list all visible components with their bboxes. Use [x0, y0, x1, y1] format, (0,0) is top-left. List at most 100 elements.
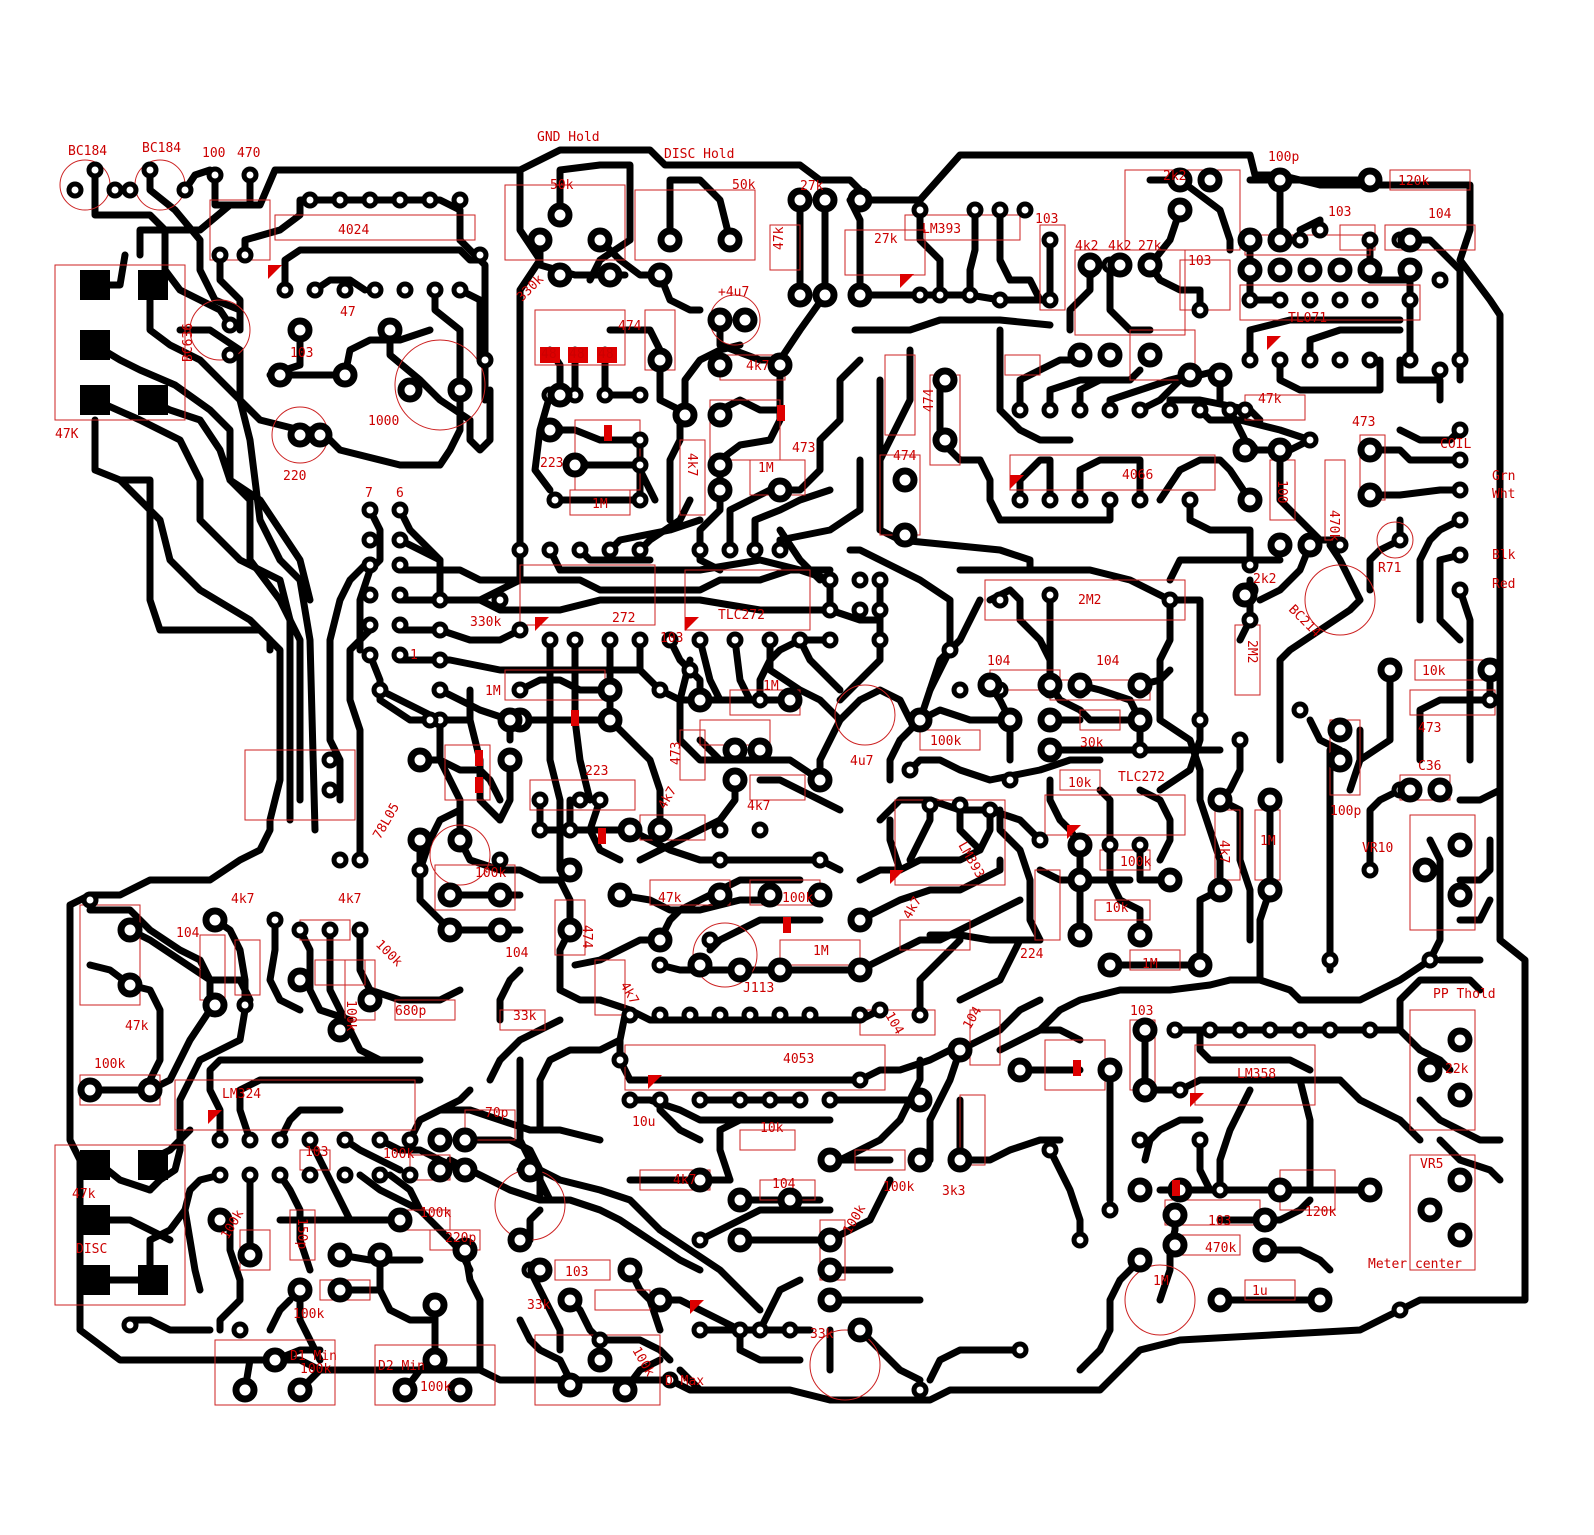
via-pad: [541, 541, 559, 559]
pot-title: DISC Hold: [664, 147, 734, 162]
ic-label: 4066: [1122, 468, 1153, 483]
component-pad: [1257, 787, 1283, 813]
component-pad: [707, 307, 733, 333]
pot-value: 100k: [420, 1380, 451, 1395]
component-pad: [1067, 867, 1093, 893]
via-pad: [1181, 491, 1199, 509]
via-pad: [331, 851, 349, 869]
via-pad: [1241, 556, 1259, 574]
component-pad: [597, 677, 623, 703]
wire-label: Blk: [1492, 548, 1516, 563]
via-pad: [751, 821, 769, 839]
wire-label: Grn: [1492, 469, 1515, 484]
via-pad: [1321, 1021, 1339, 1039]
component-pad: [617, 817, 643, 843]
component-label: 473: [1418, 721, 1441, 736]
via-pad: [206, 166, 224, 184]
pot-title: D Max: [665, 1374, 704, 1389]
component-pad: [707, 402, 733, 428]
component-pad: [1207, 362, 1233, 388]
via-pad: [851, 571, 869, 589]
via-pad: [371, 681, 389, 699]
component-label: 48: [598, 347, 614, 362]
component-pad: [437, 917, 463, 943]
via-pad: [1261, 1021, 1279, 1039]
component-pad: [427, 1127, 453, 1153]
component-pad: [262, 1347, 288, 1373]
pot-title: PP Thold: [1433, 987, 1496, 1002]
component-pad: [787, 282, 813, 308]
component-pad: [947, 1037, 973, 1063]
component-pad: [1357, 167, 1383, 193]
via-pad: [211, 1166, 229, 1184]
component-pad: [812, 187, 838, 213]
via-pad: [791, 631, 809, 649]
component-label: 473: [669, 742, 684, 765]
via-pad: [361, 616, 379, 634]
component-pad: [287, 317, 313, 343]
component-pad: [1067, 922, 1093, 948]
via-pad: [1041, 1141, 1059, 1159]
via-pad: [1101, 491, 1119, 509]
wire-label: Red: [1492, 577, 1515, 592]
component-pad: [647, 1287, 673, 1313]
component-pad: [612, 1377, 638, 1403]
connector-pad: [80, 1265, 110, 1295]
component-pad: [1447, 832, 1473, 858]
component-pad: [397, 377, 423, 403]
component-pad: [1267, 227, 1293, 253]
via-pad: [361, 531, 379, 549]
via-pad: [821, 1091, 839, 1109]
component-pad: [807, 882, 833, 908]
component-pad: [487, 917, 513, 943]
component-pad: [1477, 657, 1503, 683]
via-pad: [566, 631, 584, 649]
via-pad: [901, 761, 919, 779]
component-pad: [1162, 1232, 1188, 1258]
connector-label: 47k: [72, 1187, 96, 1202]
component-pad: [707, 477, 733, 503]
via-pad: [391, 586, 409, 604]
via-pad: [1431, 271, 1449, 289]
component-pad: [1177, 362, 1203, 388]
component-pad: [727, 957, 753, 983]
component-pad: [1207, 1287, 1233, 1313]
header-pin-label: 7: [365, 486, 373, 501]
via-pad: [121, 181, 139, 199]
component-pad: [557, 1372, 583, 1398]
component-pad: [267, 362, 293, 388]
pads: [66, 161, 1503, 1403]
component-pad: [1187, 952, 1213, 978]
component-label: 100k: [343, 1000, 358, 1031]
component-pad: [707, 882, 733, 908]
component-label: 220p: [445, 1231, 476, 1246]
via-pad: [451, 281, 469, 299]
component-pad: [1237, 257, 1263, 283]
via-pad: [421, 711, 439, 729]
component-pad: [407, 827, 433, 853]
component-pad: [687, 1167, 713, 1193]
component-pad: [1107, 252, 1133, 278]
via-pad: [221, 316, 239, 334]
via-pad: [1451, 581, 1469, 599]
pot-value: VR10: [1362, 841, 1393, 856]
component-label: 120k: [1398, 174, 1429, 189]
component-pad: [817, 1227, 843, 1253]
component-label: 1u: [1252, 1284, 1268, 1299]
component-label: 47: [340, 305, 356, 320]
component-pad: [497, 747, 523, 773]
via-pad: [721, 541, 739, 559]
wire-label: Wht: [1492, 487, 1515, 502]
component-pad: [1252, 1237, 1278, 1263]
component-label: 2M2: [1078, 593, 1101, 608]
via-pad: [701, 931, 719, 949]
component-pad: [1232, 582, 1258, 608]
via-pad: [741, 1006, 759, 1024]
component-pad: [1427, 777, 1453, 803]
component-label: 10k: [1068, 776, 1092, 791]
component-pad: [1447, 882, 1473, 908]
via-pad: [1011, 401, 1029, 419]
component-pad: [487, 882, 513, 908]
component-pad: [527, 227, 553, 253]
component-label: 1000: [368, 414, 399, 429]
